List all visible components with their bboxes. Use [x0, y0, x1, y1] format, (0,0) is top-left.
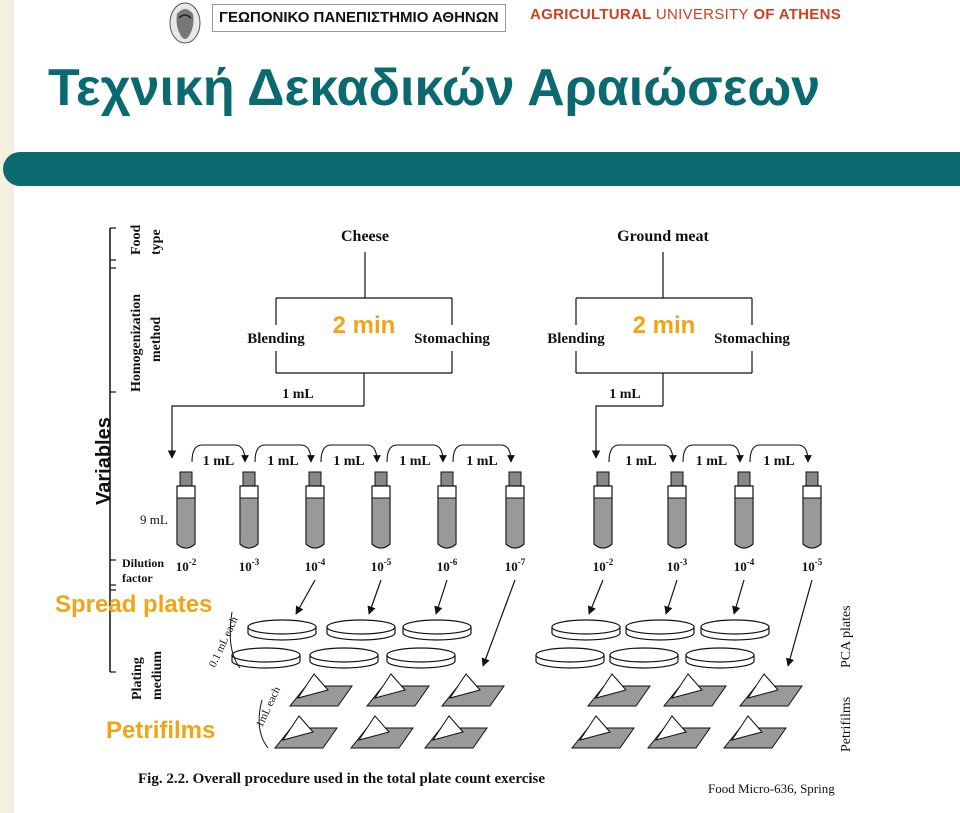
petri-plate [552, 620, 620, 634]
tube-liquid [240, 498, 258, 548]
homogenization-label: Homogenization [129, 294, 144, 392]
tube-liquid [594, 498, 612, 548]
transfer-volume-label: 1 mL [333, 454, 365, 469]
petrifilms-side-label: Petrifilms [839, 697, 854, 752]
time-label: 2 min [333, 312, 396, 339]
petri-plate [686, 648, 754, 662]
petri-plate [701, 620, 769, 634]
time-label: 2 min [633, 312, 696, 339]
tube-cap [738, 472, 750, 486]
petri-plate [610, 648, 678, 662]
tube-cap [597, 472, 609, 486]
dilution-factor: 10-4 [305, 557, 326, 574]
method-blending: Blending [247, 331, 305, 347]
dilution-factor-label: Dilution [122, 556, 164, 570]
plating-medium-label: medium [150, 651, 165, 700]
tube-liquid [506, 498, 524, 548]
tube-cap [309, 472, 321, 486]
transfer-volume-label: 1 mL [763, 454, 795, 469]
dilution-factor: 10-3 [239, 557, 260, 574]
spread-plates-annotation: Spread plates [55, 591, 212, 618]
petrifilm-volume-label: 1mL each [254, 685, 283, 730]
transfer-volume-label: 1 mL [466, 454, 498, 469]
tube-cap [441, 472, 453, 486]
tube-liquid [177, 498, 195, 548]
petri-plate [248, 620, 316, 634]
figure-caption: Fig. 2.2. Overall procedure used in the … [138, 771, 545, 787]
tube-cap [806, 472, 818, 486]
tube-cap [509, 472, 521, 486]
dilution-factor: 10-2 [593, 557, 614, 574]
transfer-volume-label: 1 mL [203, 454, 235, 469]
petri-plate [403, 620, 471, 634]
food-type-label: type [149, 229, 164, 255]
food-type-ground-meat: Ground meat [617, 228, 709, 245]
tube-liquid [668, 498, 686, 548]
pca-plates-label: PCA plates [839, 605, 854, 668]
dilution-factor: 10-4 [734, 557, 755, 574]
transfer-volume-label: 1 mL [625, 454, 657, 469]
source-label: Food Micro-636, Spring [708, 781, 835, 796]
transfer-volume-label: 1 mL [399, 454, 431, 469]
tube-liquid [438, 498, 456, 548]
petri-plate [626, 620, 694, 634]
variables-label: Variables [93, 417, 115, 505]
tube-cap [375, 472, 387, 486]
tube-liquid [735, 498, 753, 548]
dilution-factor-label: factor [122, 571, 153, 585]
diluent-volume-label: 9 mL [140, 512, 168, 527]
method-blending: Blending [547, 331, 605, 347]
dilution-factor: 10-6 [437, 557, 458, 574]
petrifilms-annotation: Petrifilms [106, 717, 215, 744]
transfer-volume-label: 1 mL [696, 454, 728, 469]
tube-cap [671, 472, 683, 486]
tube-liquid [306, 498, 324, 548]
tube-cap [243, 472, 255, 486]
petri-plate [536, 648, 604, 662]
plating-medium-label: Plating [130, 657, 145, 700]
petri-plate [327, 620, 395, 634]
dilution-factor: 10-5 [371, 557, 392, 574]
food-type-label: Food [129, 224, 144, 255]
tube-liquid [803, 498, 821, 548]
dilution-factor: 10-2 [176, 557, 197, 574]
transfer-volume-label: 1 mL [267, 454, 299, 469]
method-stomaching: Stomaching [714, 331, 790, 347]
dilution-factor: 10-7 [505, 557, 526, 574]
petri-plate [387, 648, 455, 662]
tube-liquid [372, 498, 390, 548]
homogenization-label: method [149, 317, 164, 362]
petri-plate [232, 648, 300, 662]
transfer-volume-label: 1 mL [282, 387, 314, 402]
tube-cap [180, 472, 192, 486]
dilution-factor: 10-3 [667, 557, 688, 574]
transfer-volume-label: 1 mL [609, 387, 641, 402]
food-type-cheese: Cheese [341, 228, 389, 245]
dilution-factor: 10-5 [802, 557, 823, 574]
petri-plate [310, 648, 378, 662]
method-stomaching: Stomaching [414, 331, 490, 347]
